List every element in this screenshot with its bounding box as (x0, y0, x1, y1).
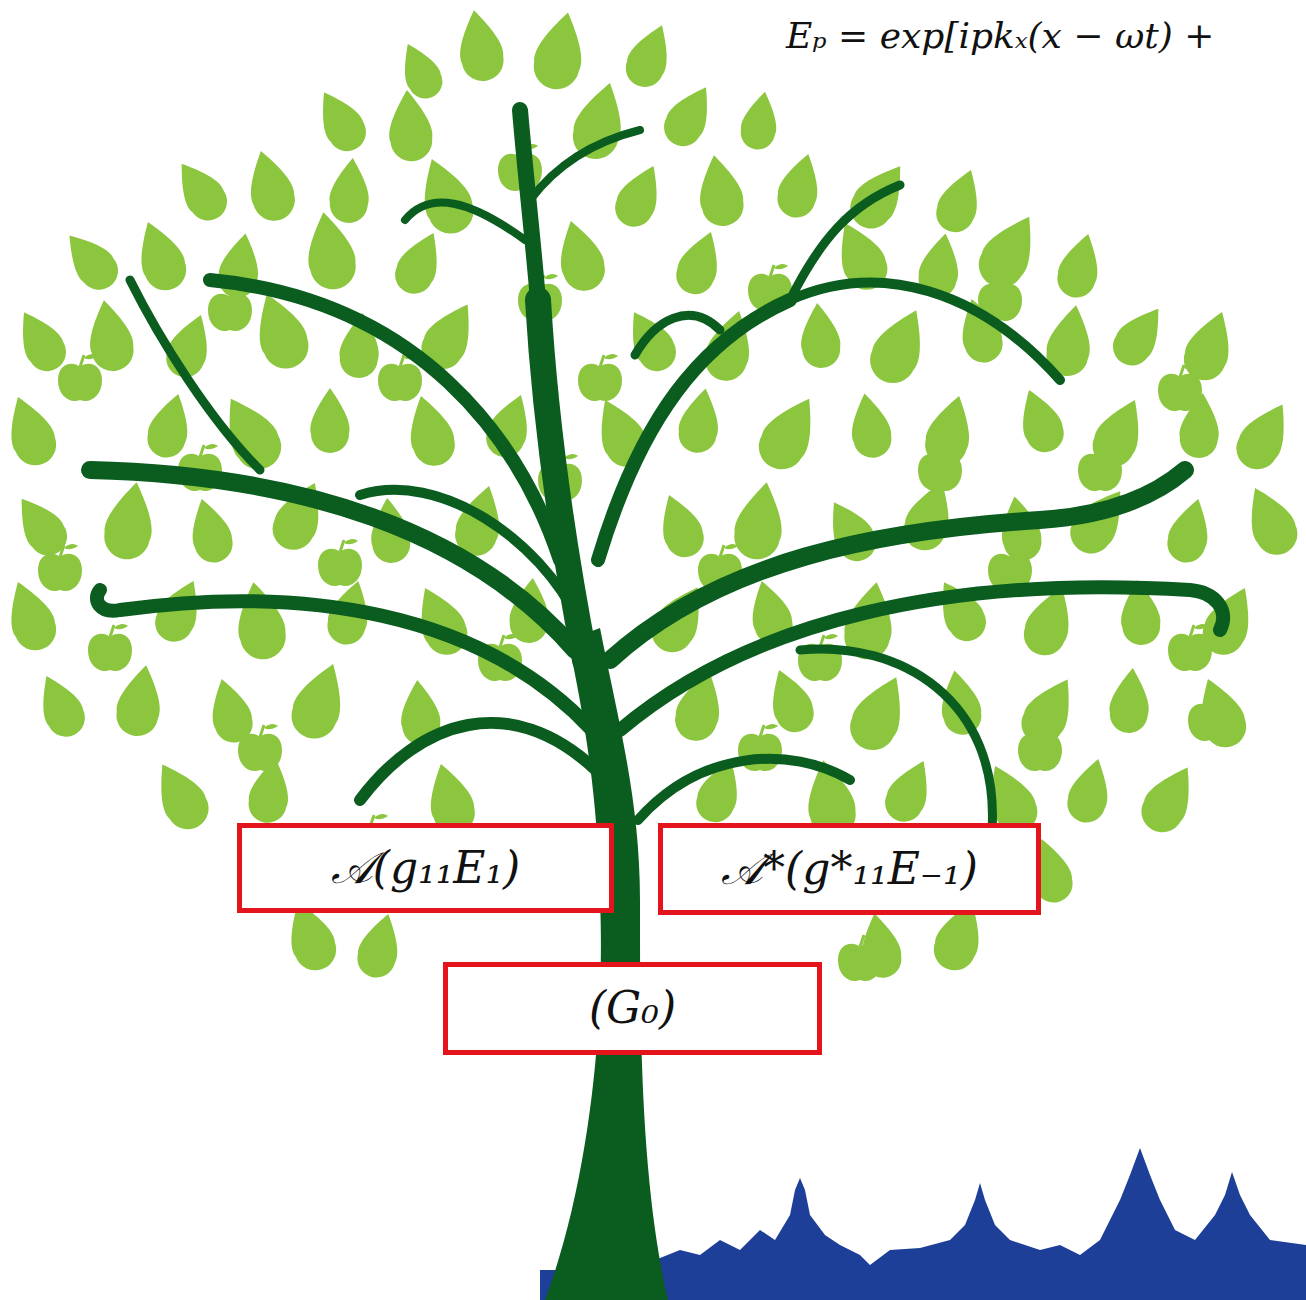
math-expression: (G₀) (589, 984, 676, 1032)
math-box: 𝒜(g₁₁E₁) (237, 823, 614, 913)
math-expression: 𝒜(g₁₁E₁) (331, 844, 521, 892)
math-expression: 𝒜*(g*₁₁E₋₁) (721, 845, 978, 893)
leaves (0, 7, 1305, 982)
math-box: 𝒜*(g*₁₁E₋₁) (658, 823, 1041, 915)
tree-trunk (90, 110, 1223, 1300)
equation-label: Eₚ = exp[ipkₓ(x − ωt) + (783, 14, 1217, 57)
math-box: (G₀) (443, 962, 822, 1055)
